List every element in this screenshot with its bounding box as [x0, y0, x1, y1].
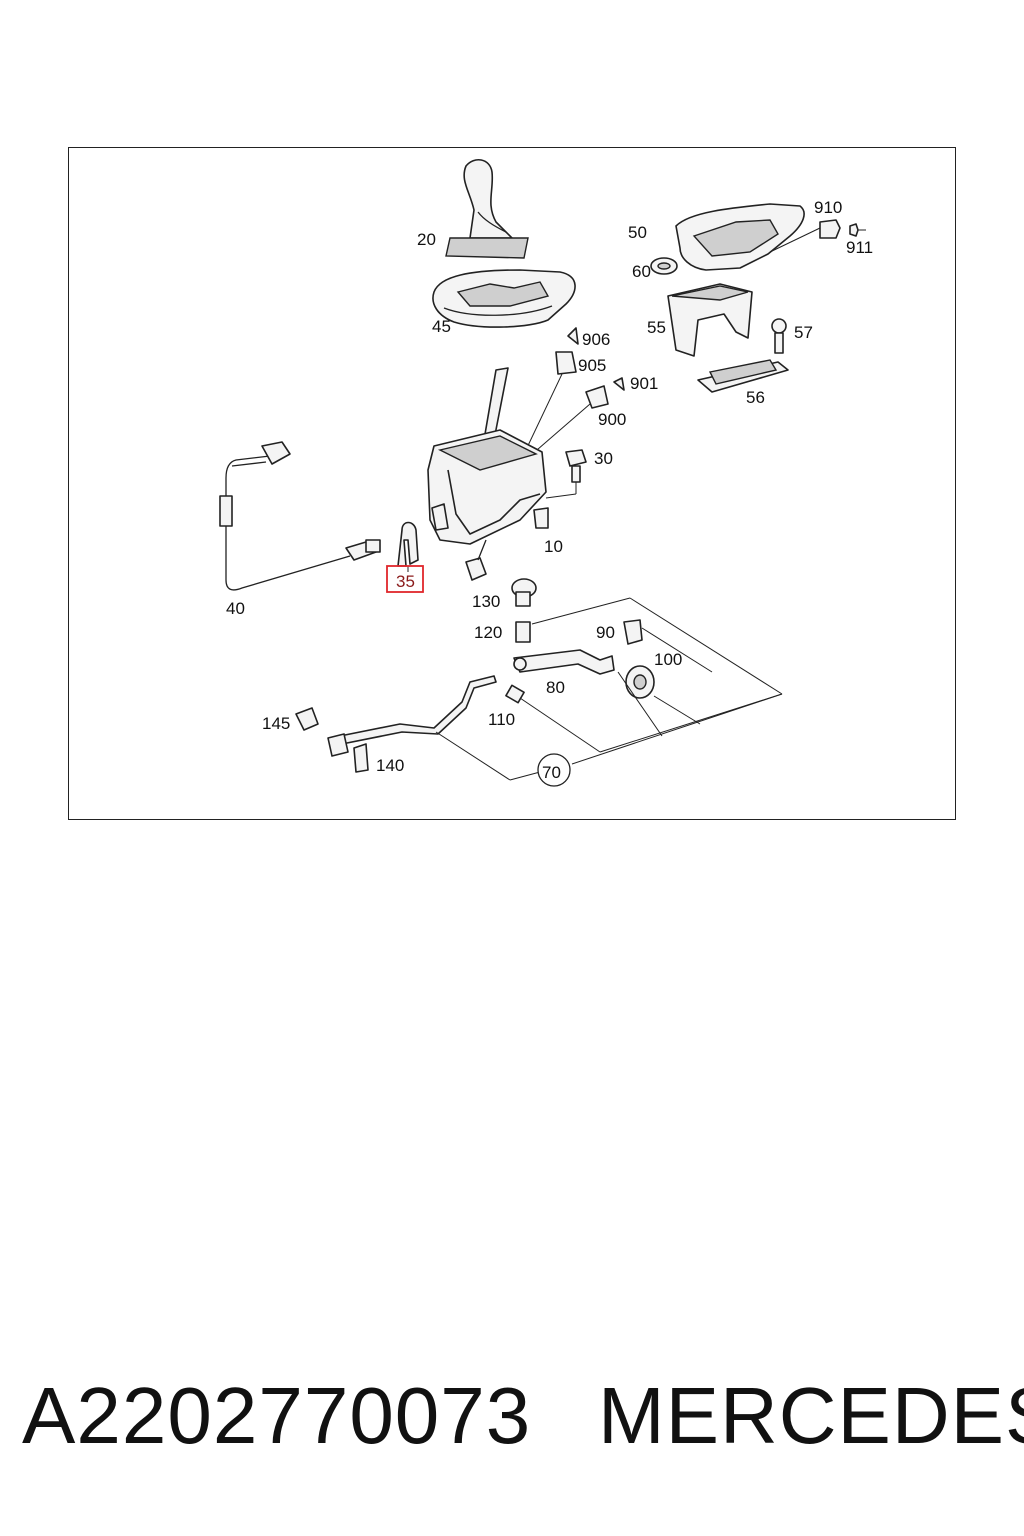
part-50-trim-frame[interactable]	[675, 203, 805, 271]
label-140: 140	[376, 756, 404, 775]
part-120-bushing[interactable]	[515, 621, 531, 643]
part-905-bulb-socket[interactable]	[555, 351, 577, 375]
part-60-ring[interactable]	[650, 257, 678, 275]
part-20-shift-knob[interactable]	[445, 159, 529, 259]
brand-name: MERCEDES	[598, 1371, 1024, 1460]
label-10: 10	[544, 537, 563, 556]
label-90: 90	[596, 623, 615, 642]
label-120: 120	[474, 623, 502, 642]
label-901: 901	[630, 374, 658, 393]
part-80-lever[interactable]	[513, 649, 615, 675]
part-rod[interactable]	[327, 675, 497, 757]
callout-70	[537, 753, 571, 787]
label-911: 911	[846, 238, 873, 257]
part-130-plug[interactable]	[511, 578, 537, 607]
label-905: 905	[578, 356, 606, 375]
label-80: 80	[546, 678, 565, 697]
label-910: 910	[814, 198, 842, 217]
part-30-bolt[interactable]	[545, 449, 587, 499]
label-60: 60	[632, 262, 651, 281]
part-900-bulb-socket[interactable]	[585, 385, 609, 409]
group-70-leader-lines	[435, 597, 783, 781]
part-55-housing[interactable]	[667, 283, 753, 357]
part-910-bulb-holder[interactable]	[819, 219, 841, 239]
label-56: 56	[746, 388, 765, 407]
highlight-box-35	[386, 565, 424, 593]
label-30: 30	[594, 449, 613, 468]
part-90-clip[interactable]	[623, 619, 643, 645]
label-100: 100	[654, 650, 682, 669]
label-55: 55	[647, 318, 666, 337]
part-100-rubber-mount[interactable]	[625, 665, 655, 699]
part-140-clip[interactable]	[353, 743, 369, 773]
label-57: 57	[794, 323, 813, 342]
label-20: 20	[417, 230, 436, 249]
label-110: 110	[488, 710, 515, 729]
label-900: 900	[598, 410, 626, 429]
footer: A2202770073 MERCEDES	[0, 1370, 1024, 1470]
label-35: 35	[396, 572, 415, 591]
part-911-bulb[interactable]	[849, 223, 866, 237]
part-number: A2202770073	[22, 1371, 532, 1460]
part-56-bracket[interactable]	[697, 359, 789, 393]
label-906: 906	[582, 330, 610, 349]
label-40: 40	[226, 599, 245, 618]
part-110-pin[interactable]	[505, 684, 525, 704]
part-35-clip[interactable]	[397, 521, 419, 573]
part-10-shifter-assembly[interactable]	[427, 367, 549, 581]
part-145-clip[interactable]	[295, 707, 319, 731]
label-45: 45	[432, 317, 451, 336]
part-906-bulb[interactable]	[567, 327, 579, 345]
label-70: 70	[542, 763, 561, 782]
part-901-bulb[interactable]	[613, 377, 625, 391]
label-50: 50	[628, 223, 647, 242]
label-145: 145	[262, 714, 290, 733]
label-130: 130	[472, 592, 500, 611]
part-57-screw[interactable]	[771, 318, 787, 354]
part-45-gate-cover[interactable]	[432, 269, 576, 328]
part-40-cable[interactable]	[219, 441, 381, 591]
